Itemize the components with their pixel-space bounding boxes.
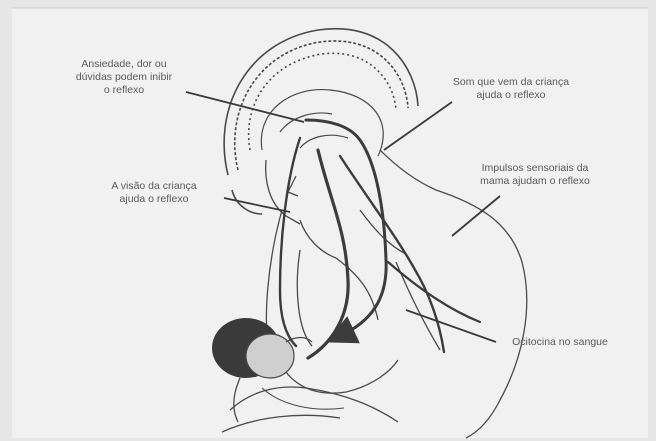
baby-face [246,334,294,378]
label-impulses-line-1: Impulsos sensoriais da [460,162,610,175]
label-sound-line-1: Som que vem da criança [436,76,586,89]
label-vision-line-2: ajuda o reflexo [88,193,220,206]
label-sound: Som que vem da criança ajuda o reflexo [436,76,586,102]
label-oxytocin-line-1: Ocitocina no sangue [490,336,630,349]
label-vision-line-1: A visão da criança [88,180,220,193]
label-oxytocin: Ocitocina no sangue [490,336,630,349]
label-anxiety-line-3: o reflexo [66,84,182,97]
label-anxiety-line-2: dúvidas podem inibir [66,71,182,84]
label-impulses: Impulsos sensoriais da mama ajudam o ref… [460,162,610,188]
label-anxiety-line-1: Ansiedade, dor ou [66,58,182,71]
label-sound-line-2: ajuda o reflexo [436,89,586,102]
label-anxiety: Ansiedade, dor ou dúvidas podem inibir o… [66,58,182,97]
label-impulses-line-2: mama ajudam o reflexo [460,175,610,188]
label-vision: A visão da criança ajuda o reflexo [88,180,220,206]
